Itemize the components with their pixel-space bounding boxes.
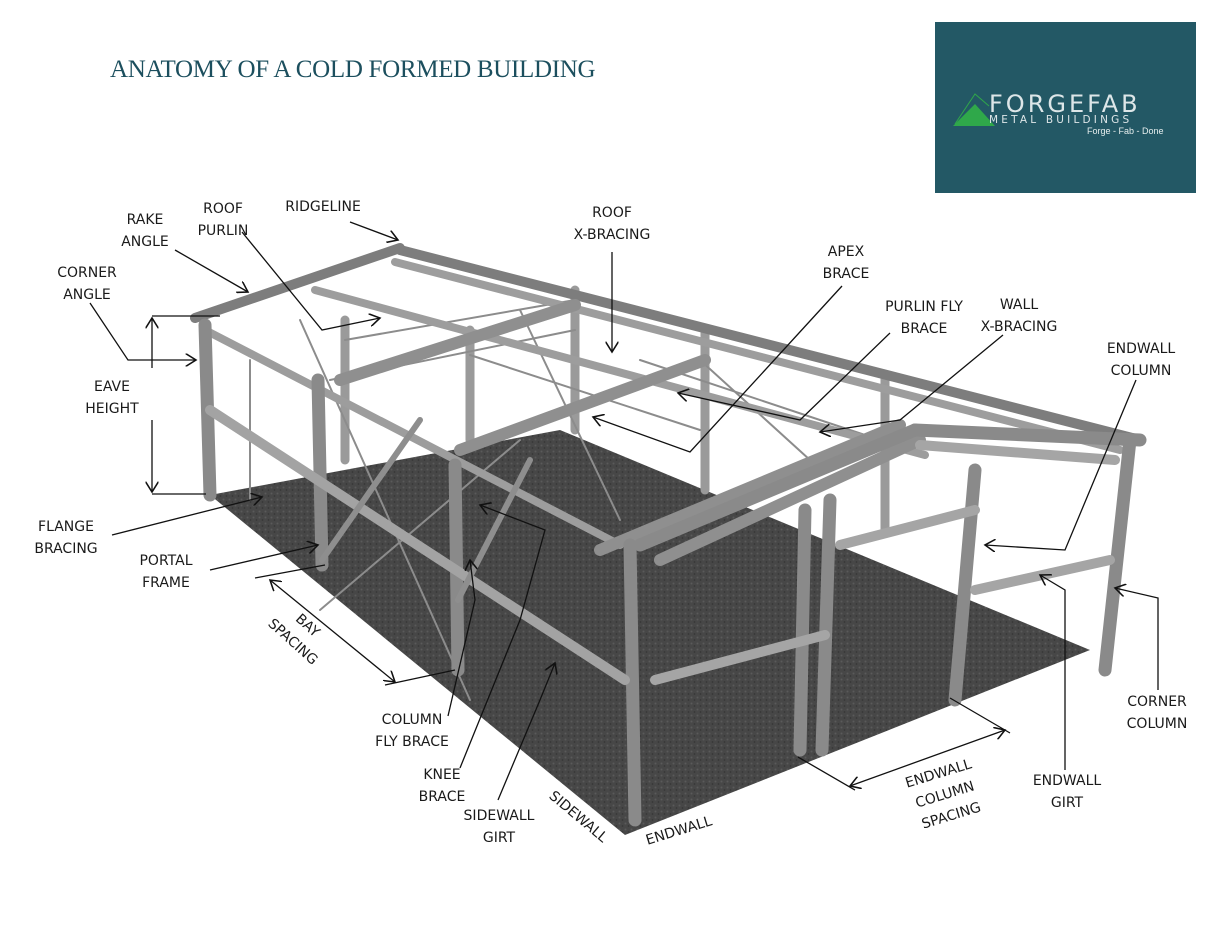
logo-subtitle: METAL BUILDINGS — [989, 114, 1133, 126]
label-portal-frame: PORTAL FRAME — [139, 550, 192, 594]
label-line: FLY BRACE — [375, 734, 449, 750]
label-line: ROOF — [592, 205, 632, 221]
label-endwall-column: ENDWALL COLUMN — [1107, 338, 1175, 382]
label-line: APEX — [827, 244, 865, 260]
label-line: RAKE — [126, 212, 164, 228]
label-line: RIDGELINE — [285, 199, 361, 215]
label-line: CORNER — [1127, 694, 1187, 710]
label-eave-height: EAVE HEIGHT — [85, 376, 138, 420]
label-line: EAVE — [94, 379, 130, 395]
label-line: BRACE — [822, 266, 870, 282]
label-flange-bracing: FLANGE BRACING — [34, 516, 97, 560]
label-line: X-BRACING — [573, 227, 651, 243]
page-title: ANATOMY OF A COLD FORMED BUILDING — [110, 56, 596, 83]
logo-tagline: Forge - Fab - Done — [1087, 126, 1164, 136]
label-line: HEIGHT — [85, 401, 139, 417]
label-line: BRACE — [900, 321, 948, 337]
label-line: ANGLE — [121, 234, 169, 250]
label-apex-brace: APEX BRACE — [823, 241, 870, 285]
label-line: GIRT — [482, 830, 516, 846]
label-line: BRACE — [418, 789, 466, 805]
label-line: FLANGE — [38, 519, 94, 535]
label-ridgeline: RIDGELINE — [285, 196, 361, 218]
label-line: KNEE — [423, 767, 461, 783]
label-roof-purlin: ROOF PURLIN — [198, 198, 249, 242]
logo-brand: FORGEFAB — [989, 90, 1141, 118]
label-line: BRACING — [34, 541, 98, 557]
label-purlin-fly-brace: PURLIN FLY BRACE — [885, 296, 963, 340]
label-corner-column: CORNER COLUMN — [1127, 691, 1188, 735]
label-sidewall-girt: SIDEWALL GIRT — [464, 805, 535, 849]
label-line: COLUMN — [1126, 716, 1188, 732]
label-line: COLUMN — [381, 712, 443, 728]
forgefab-logo: FORGEFAB METAL BUILDINGS Forge - Fab - D… — [935, 22, 1196, 193]
label-line: PORTAL — [139, 553, 193, 569]
label-line: GIRT — [1050, 795, 1084, 811]
label-knee-brace: KNEE BRACE — [419, 764, 466, 808]
label-line: X-BRACING — [980, 319, 1058, 335]
label-line: CORNER — [57, 265, 117, 281]
label-endwall-girt: ENDWALL GIRT — [1033, 770, 1101, 814]
label-line: ENDWALL — [1032, 773, 1102, 789]
label-rake-angle: RAKE ANGLE — [121, 209, 169, 253]
mountain-roof-icon — [953, 93, 995, 126]
label-line: SIDEWALL — [463, 808, 535, 824]
label-column-fly-brace: COLUMN FLY BRACE — [375, 709, 449, 753]
label-line: COLUMN — [1110, 363, 1172, 379]
label-line: ENDWALL — [1106, 341, 1176, 357]
label-wall-x-bracing: WALL X-BRACING — [981, 294, 1058, 338]
label-line: FRAME — [142, 575, 190, 591]
label-line: PURLIN FLY — [885, 299, 963, 315]
label-line: ROOF — [203, 201, 243, 217]
label-corner-angle: CORNER ANGLE — [57, 262, 117, 306]
label-line: PURLIN — [197, 223, 249, 239]
label-line: WALL — [999, 297, 1039, 313]
label-roof-x-bracing: ROOF X-BRACING — [574, 202, 651, 246]
label-line: ANGLE — [63, 287, 111, 303]
